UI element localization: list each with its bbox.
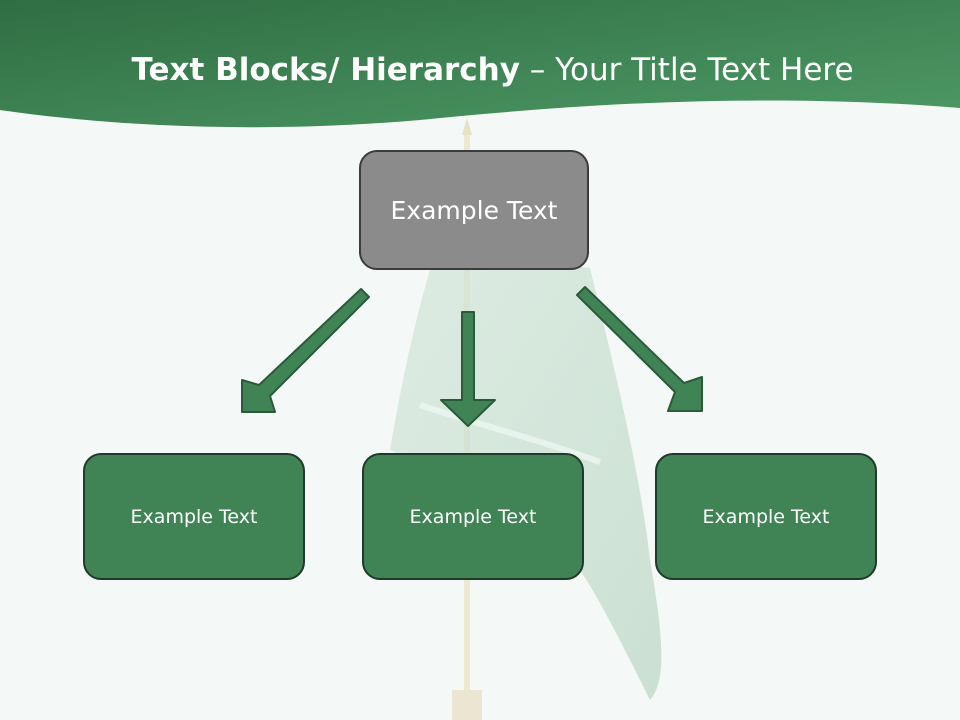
arrow-middle	[440, 311, 496, 427]
arrow-right	[576, 286, 703, 412]
top-text-block: Example Text	[359, 150, 589, 270]
child-text-block-left: Example Text	[83, 453, 305, 580]
slide-title: Text Blocks/ Hierarchy – Your Title Text…	[0, 52, 960, 88]
title-bold: Text Blocks/ Hierarchy	[131, 52, 520, 88]
header-banner	[0, 0, 960, 128]
child-text-block-middle: Example Text	[362, 453, 584, 580]
title-rest: – Your Title Text Here	[519, 52, 854, 88]
child-text-block-right: Example Text	[655, 453, 877, 580]
arrow-left	[241, 288, 370, 413]
